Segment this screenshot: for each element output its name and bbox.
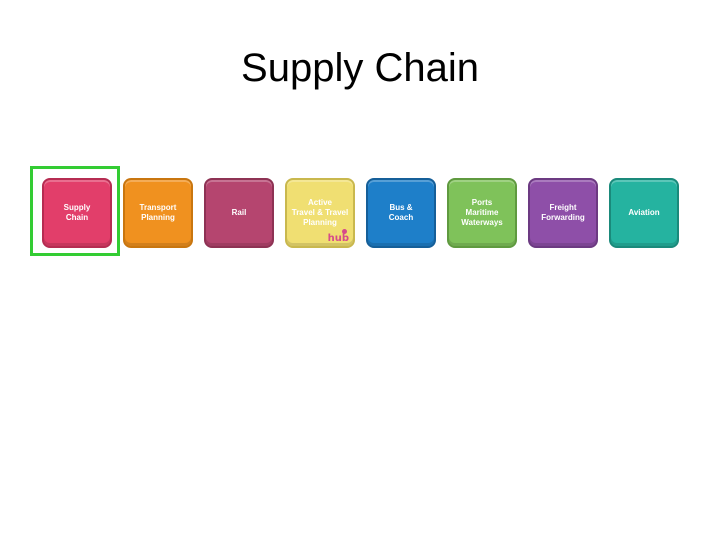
tile-label: Active Travel & Travel Planning — [291, 198, 349, 227]
tile-label: Transport Planning — [139, 203, 177, 222]
tile-supply-chain[interactable]: Supply Chain — [42, 178, 112, 248]
tile-rail[interactable]: Rail — [204, 178, 274, 248]
hub-logo-dot-icon — [342, 229, 347, 234]
slide-title: Supply Chain — [241, 46, 479, 90]
selected-tile-highlight — [30, 166, 120, 256]
tile-label: Rail — [231, 208, 247, 217]
tile-ports-maritime-waterways[interactable]: Ports Maritime Waterways — [447, 178, 517, 248]
tile-label: Supply Chain — [63, 203, 91, 222]
tile-bus-coach[interactable]: Bus & Coach — [366, 178, 436, 248]
category-tile-row: Supply Chain Transport Planning Rail Act… — [42, 178, 682, 250]
tile-label: Bus & Coach — [388, 203, 414, 222]
tile-transport-planning[interactable]: Transport Planning — [123, 178, 193, 248]
tile-label: Ports Maritime Waterways — [461, 198, 503, 227]
tile-active-travel[interactable]: Active Travel & Travel Planning hub — [285, 178, 355, 248]
tile-label: Freight Forwarding — [541, 203, 585, 222]
tile-label: Aviation — [628, 208, 660, 217]
hub-logo: hub — [327, 233, 349, 244]
tile-aviation[interactable]: Aviation — [609, 178, 679, 248]
tile-freight-forwarding[interactable]: Freight Forwarding — [528, 178, 598, 248]
